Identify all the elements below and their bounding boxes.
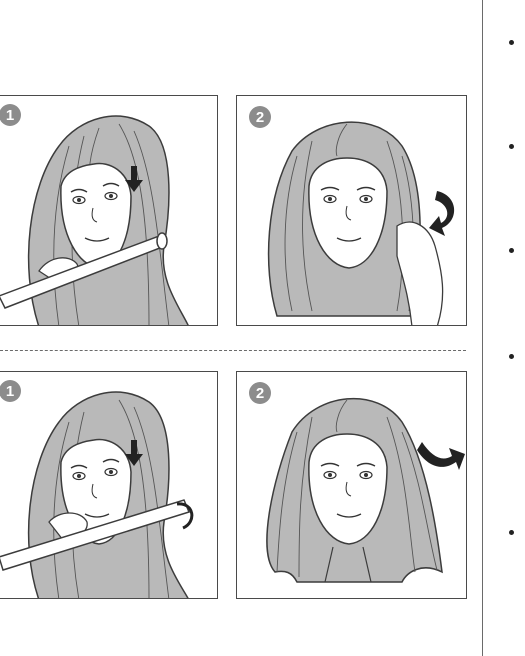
illustration-panel-top-right-step-2: 2	[236, 95, 467, 326]
illustration-panel-bottom-right-step-2: 2	[236, 371, 467, 599]
step-number: 2	[256, 386, 264, 401]
column-divider	[482, 0, 483, 656]
step-number-badge: 2	[249, 106, 271, 128]
woman-curling-hair-illustration	[0, 96, 218, 326]
step-number-badge: 2	[249, 382, 271, 404]
woman-finished-curls-illustration	[237, 96, 467, 326]
bullet-point	[509, 248, 514, 253]
step-number-badge: 1	[0, 380, 21, 402]
section-divider-dashed	[0, 350, 466, 351]
illustration-panel-bottom-left-step-1: 1	[0, 371, 218, 599]
bullet-point	[509, 530, 514, 535]
bullet-point	[509, 144, 514, 149]
step-number: 2	[256, 110, 264, 125]
illustration-panel-top-left-step-1: 1	[0, 95, 218, 326]
step-number-badge: 1	[0, 104, 21, 126]
bullet-point	[509, 40, 514, 45]
woman-curling-hair-illustration	[0, 372, 218, 599]
step-number: 1	[6, 384, 14, 399]
step-number: 1	[6, 108, 14, 123]
rotation-arrow-icon	[429, 191, 454, 236]
rotation-arrow-icon	[417, 442, 465, 470]
woman-finished-flicks-illustration	[237, 372, 467, 599]
bullet-point	[509, 354, 514, 359]
